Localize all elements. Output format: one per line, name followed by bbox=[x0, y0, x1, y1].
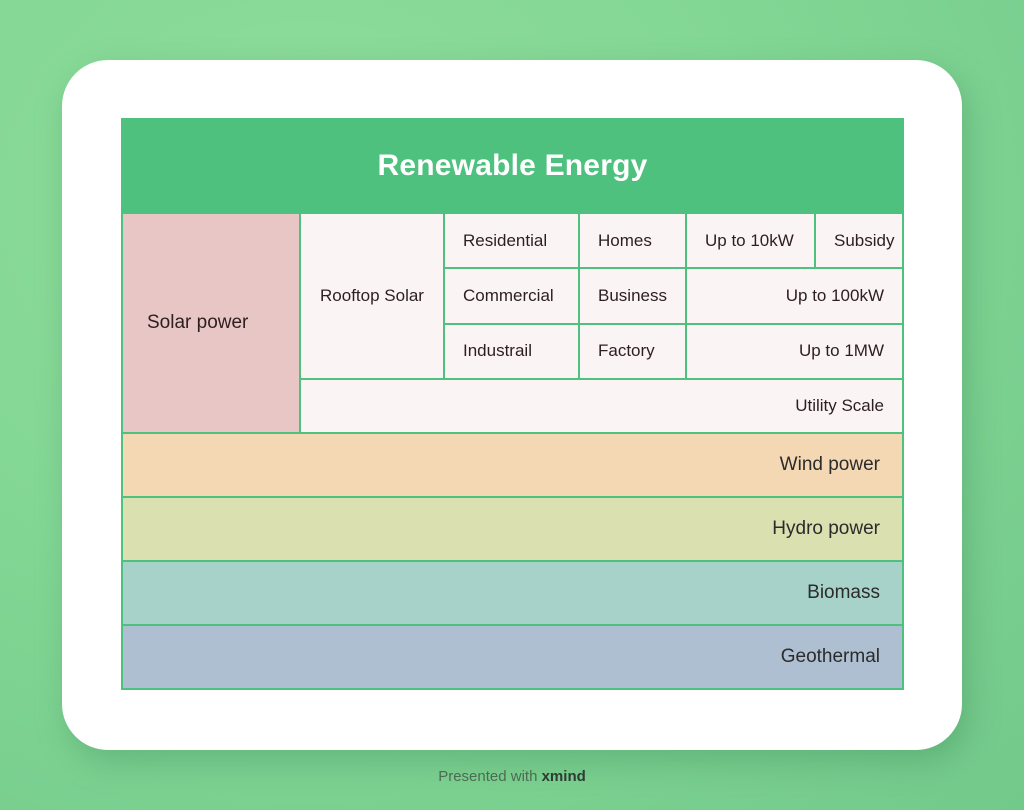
cell-utility-scale[interactable]: Utility Scale bbox=[301, 380, 902, 432]
footer-attribution: Presented with xmind bbox=[0, 768, 1024, 785]
footer-prefix: Presented with bbox=[438, 768, 542, 785]
cell-capacity-100kw[interactable]: Up to 100kW bbox=[687, 269, 902, 323]
cell-use-factory[interactable]: Factory bbox=[580, 324, 685, 378]
branch-biomass[interactable]: Biomass bbox=[123, 562, 902, 624]
cell-type-residential[interactable]: Residential bbox=[445, 214, 578, 268]
cell-use-business[interactable]: Business bbox=[580, 269, 685, 323]
cell-capacity-10kw[interactable]: Up to 10kW bbox=[687, 214, 814, 268]
xmind-brand-label: xmind bbox=[541, 768, 586, 785]
solar-power-label[interactable]: Solar power bbox=[123, 214, 299, 432]
rooftop-solar-group: Rooftop Solar Residential Homes Up to 10… bbox=[301, 214, 902, 378]
table-row: Commercial Business Up to 100kW bbox=[445, 269, 902, 323]
branch-hydro-power[interactable]: Hydro power bbox=[123, 498, 902, 560]
table-row: Industrail Factory Up to 1MW bbox=[445, 324, 902, 378]
cell-type-commercial[interactable]: Commercial bbox=[445, 269, 578, 323]
table-row: Residential Homes Up to 10kW Subsidy bbox=[445, 214, 902, 268]
solar-subtree: Rooftop Solar Residential Homes Up to 10… bbox=[301, 214, 902, 432]
mindmap-matrix: Renewable Energy Solar power Rooftop Sol… bbox=[121, 118, 904, 690]
cell-type-industrail[interactable]: Industrail bbox=[445, 324, 578, 378]
solar-power-block: Solar power Rooftop Solar Residential Ho… bbox=[121, 214, 904, 434]
rooftop-solar-rows: Residential Homes Up to 10kW Subsidy Com… bbox=[445, 214, 902, 378]
cell-capacity-1mw[interactable]: Up to 1MW bbox=[687, 324, 902, 378]
matrix-title-bar: Renewable Energy bbox=[121, 118, 904, 214]
rooftop-solar-label[interactable]: Rooftop Solar bbox=[301, 214, 443, 378]
page-title: Renewable Energy bbox=[377, 149, 648, 182]
branch-geothermal[interactable]: Geothermal bbox=[123, 626, 902, 688]
cell-note-subsidy[interactable]: Subsidy bbox=[816, 214, 902, 268]
utility-scale-row: Utility Scale bbox=[301, 380, 902, 432]
cell-use-homes[interactable]: Homes bbox=[580, 214, 685, 268]
branch-wind-power[interactable]: Wind power bbox=[123, 434, 902, 496]
